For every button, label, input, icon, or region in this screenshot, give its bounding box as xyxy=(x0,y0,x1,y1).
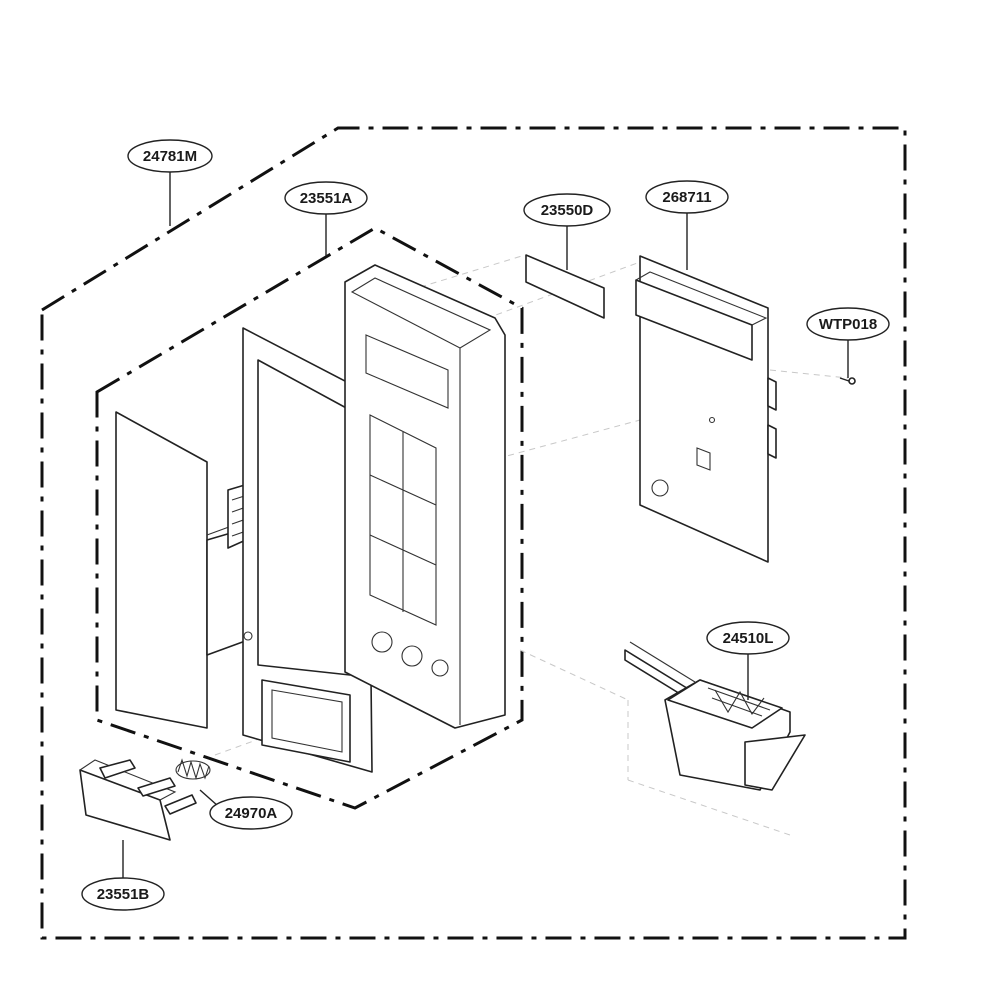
callout-268711: 268711 xyxy=(645,180,729,214)
callout-label: 24970A xyxy=(225,805,278,822)
callout-label: 268711 xyxy=(662,189,711,206)
callout-23551A: 23551A xyxy=(284,181,368,215)
pcb-assembly xyxy=(635,255,777,563)
callout-label: 24781M xyxy=(143,148,197,165)
callout-leaders xyxy=(122,172,849,878)
callout-label: 24510L xyxy=(723,630,774,647)
callout-23551B: 23551B xyxy=(81,877,165,911)
screw xyxy=(839,377,856,385)
callout-WTP018: WTP018 xyxy=(806,307,890,341)
callout-24970A: 24970A xyxy=(209,796,293,830)
door-button xyxy=(79,759,197,841)
display-filter xyxy=(525,254,605,319)
callout-24510L: 24510L xyxy=(706,621,790,655)
callout-23550D: 23550D xyxy=(523,193,611,227)
latch-lever xyxy=(624,641,806,791)
inner-assembly-boundary xyxy=(95,226,524,810)
callout-label: 23551B xyxy=(97,886,150,903)
callout-label: 23551A xyxy=(300,190,353,207)
callout-label: WTP018 xyxy=(819,316,877,333)
callout-label: 23550D xyxy=(541,202,594,219)
callout-24781M: 24781M xyxy=(127,139,213,173)
door-frame xyxy=(242,327,373,773)
spring xyxy=(175,758,211,780)
control-panel-housing xyxy=(344,264,506,729)
